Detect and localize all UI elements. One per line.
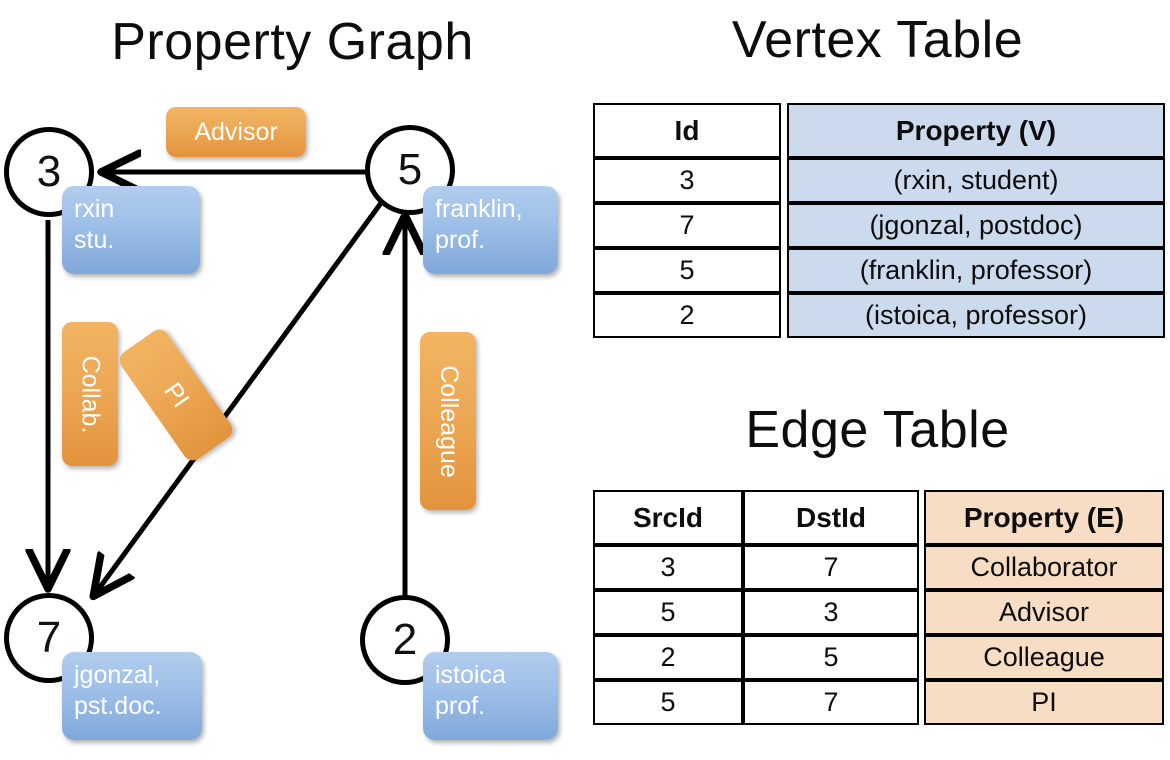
edge-table-column-gap	[919, 635, 924, 680]
vertex-table-column-gap	[781, 248, 787, 293]
vertex-table-header-id: Id	[593, 103, 781, 158]
vertex-table-column-gap	[781, 203, 787, 248]
edge-row-0-property: Collaborator	[924, 545, 1164, 590]
vertex-table: Id Property (V) 3 (rxin, student) 7 (jgo…	[593, 103, 1165, 338]
table-row: 7 (jgonzal, postdoc)	[593, 203, 1165, 248]
edge-row-1-property: Advisor	[924, 590, 1164, 635]
edge-row-3-property: PI	[924, 680, 1164, 725]
vertex-property-box-3: rxin stu.	[62, 186, 200, 274]
edge-table-header-row: SrcId DstId Property (E)	[593, 490, 1164, 545]
edge-table-column-gap	[919, 680, 924, 725]
edge-arrow-pi	[95, 201, 384, 594]
table-row: 2 (istoica, professor)	[593, 293, 1165, 338]
vertex-property-3-line1: rxin	[74, 195, 115, 223]
edge-row-2-src: 2	[593, 635, 743, 680]
vertex-table-header-row: Id Property (V)	[593, 103, 1165, 158]
edge-row-1-src: 5	[593, 590, 743, 635]
vertex-property-3-line2: stu.	[74, 225, 115, 254]
vertex-property-box-7: jgonzal, pst.doc.	[62, 652, 202, 740]
edge-row-1-dst: 3	[743, 590, 919, 635]
table-row: 3 7 Collaborator	[593, 545, 1164, 590]
edge-label-colleague-text: Colleague	[434, 364, 463, 478]
vertex-row-1-id: 7	[593, 203, 781, 248]
edge-label-collab-text: Collab.	[76, 355, 105, 433]
graph-node-2[interactable]: 2	[360, 595, 450, 685]
edge-row-0-src: 3	[593, 545, 743, 590]
vertex-table-header-property: Property (V)	[787, 103, 1165, 158]
graph-node-7-label: 7	[36, 613, 62, 662]
table-row: 5 (franklin, professor)	[593, 248, 1165, 293]
edge-row-0-dst: 7	[743, 545, 919, 590]
edge-row-2-dst: 5	[743, 635, 919, 680]
edge-row-2-property: Colleague	[924, 635, 1164, 680]
vertex-row-3-id: 2	[593, 293, 781, 338]
edge-table: SrcId DstId Property (E) 3 7 Collaborato…	[593, 490, 1164, 725]
graph-node-5-label: 5	[397, 145, 423, 194]
edge-row-3-dst: 7	[743, 680, 919, 725]
edge-label-box-advisor: Advisor	[166, 107, 306, 157]
vertex-table-column-gap	[781, 103, 787, 158]
vertex-row-1-property: (jgonzal, postdoc)	[787, 203, 1165, 248]
table-row: 5 7 PI	[593, 680, 1164, 725]
vertex-row-0-id: 3	[593, 158, 781, 203]
edge-table-header-srcid: SrcId	[593, 490, 743, 545]
table-row: 2 5 Colleague	[593, 635, 1164, 680]
edge-label-box-collab: Collab.	[62, 322, 118, 466]
vertex-property-5-line1: franklin,	[435, 195, 523, 223]
edge-table-column-gap	[919, 490, 924, 545]
vertex-row-2-id: 5	[593, 248, 781, 293]
vertex-property-7-line2: pst.doc.	[74, 691, 162, 720]
edge-table-header-property: Property (E)	[924, 490, 1164, 545]
vertex-row-2-property: (franklin, professor)	[787, 248, 1165, 293]
vertex-property-box-2: istoica prof.	[423, 652, 558, 740]
graph-node-3-label: 3	[36, 147, 62, 196]
vertex-property-2-line2: prof.	[435, 691, 486, 720]
edge-table-header-dstid: DstId	[743, 490, 919, 545]
edge-label-box-colleague: Colleague	[420, 332, 476, 510]
vertex-property-7-line1: jgonzal,	[74, 661, 161, 689]
edge-label-pi-text: PI	[158, 377, 195, 413]
graph-node-2-label: 2	[392, 615, 418, 664]
page-title-vertex-table: Vertex Table	[731, 11, 1024, 69]
property-graph-diagram	[0, 0, 585, 760]
edge-label-advisor-text: Advisor	[194, 117, 278, 146]
vertex-property-box-5: franklin, prof.	[423, 186, 558, 274]
table-row: 3 (rxin, student)	[593, 158, 1165, 203]
vertex-table-column-gap	[781, 158, 787, 203]
vertex-table-column-gap	[781, 293, 787, 338]
page-title-edge-table: Edge Table	[745, 401, 1010, 459]
vertex-property-5-line2: prof.	[435, 225, 486, 254]
edge-table-column-gap	[919, 590, 924, 635]
vertex-row-0-property: (rxin, student)	[787, 158, 1165, 203]
table-row: 5 3 Advisor	[593, 590, 1164, 635]
vertex-row-3-property: (istoica, professor)	[787, 293, 1165, 338]
page-title-property-graph: Property Graph	[111, 13, 474, 71]
edge-table-column-gap	[919, 545, 924, 590]
edge-row-3-src: 5	[593, 680, 743, 725]
vertex-property-2-line1: istoica	[435, 661, 506, 689]
